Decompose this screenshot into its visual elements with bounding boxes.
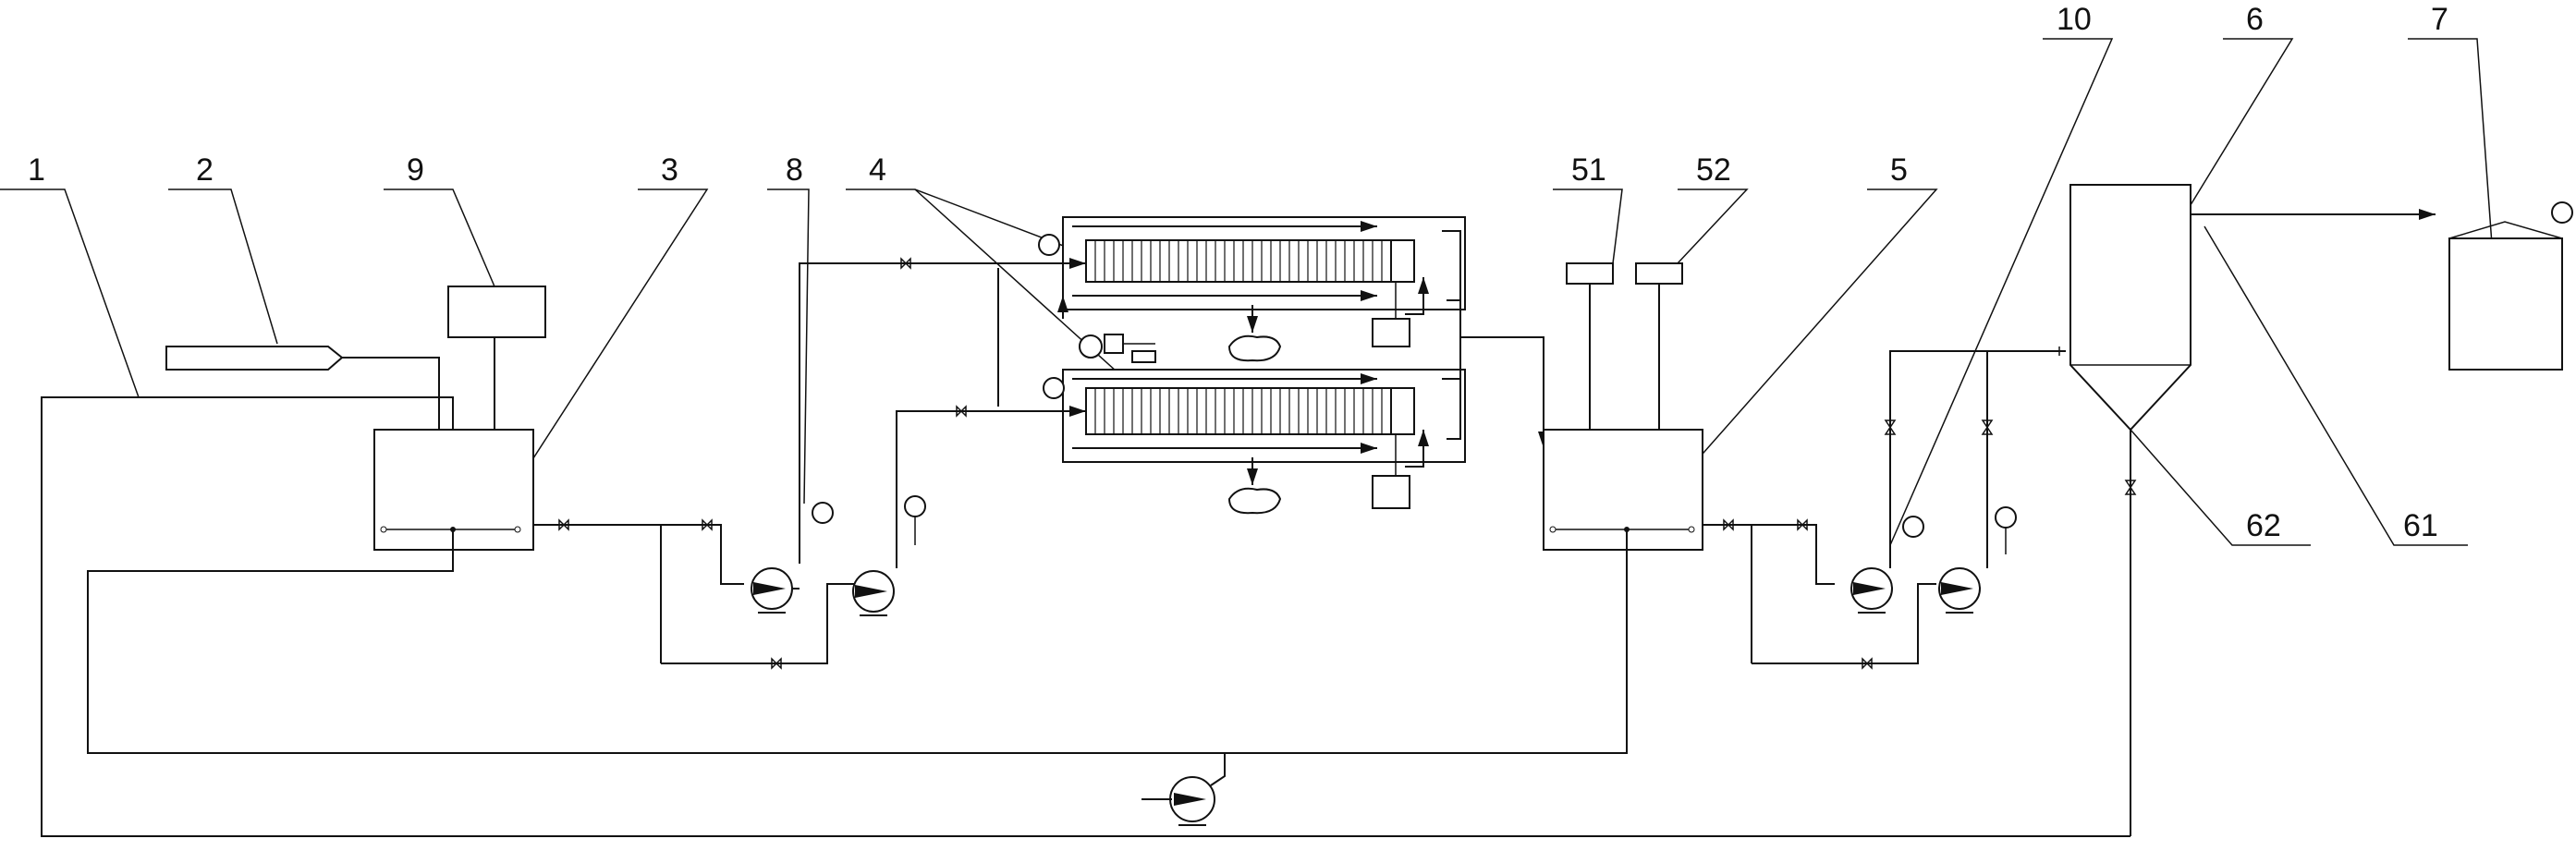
filter-press-lower <box>1040 369 1466 509</box>
filtrate-riser <box>1884 346 2066 568</box>
part-labels: 1 2 9 3 8 4 51 52 5 10 6 7 61 62 <box>28 2 2448 543</box>
label-7: 7 <box>2431 2 2448 37</box>
sludge-return-line <box>41 822 2130 837</box>
gauge-8 <box>812 502 834 524</box>
label-5: 5 <box>1890 152 1908 188</box>
pump-filtrate-1 <box>1850 567 1893 614</box>
tank3-outlet-piping <box>533 518 855 670</box>
label-61: 61 <box>2403 508 2438 543</box>
settling-tank-6 <box>2069 184 2436 836</box>
label-62: 62 <box>2246 508 2281 543</box>
pump-feed-2 <box>852 570 895 616</box>
label-2: 2 <box>196 152 214 188</box>
feed-pipe-2 <box>165 346 445 467</box>
dosing-unit-9 <box>447 286 546 467</box>
pump-feed-1 <box>751 545 800 614</box>
label-4: 4 <box>869 152 886 188</box>
tank-5 <box>1543 429 1703 551</box>
filter-press-upper <box>1035 216 1466 347</box>
product-tank-7 <box>2448 201 2573 371</box>
label-51: 51 <box>1571 152 1606 188</box>
filter-cake-lower <box>1227 457 1282 515</box>
label-10: 10 <box>2057 2 2092 37</box>
tank5-outlet-piping <box>1703 518 1936 670</box>
label-8: 8 <box>786 152 803 188</box>
filter-cake-upper <box>1227 305 1282 362</box>
pump-sludge-return <box>1141 753 1226 826</box>
pump-filtrate-2 <box>1938 567 1981 614</box>
label-3: 3 <box>661 152 678 188</box>
label-52: 52 <box>1696 152 1731 188</box>
label-6: 6 <box>2246 2 2264 37</box>
label-9: 9 <box>407 152 424 188</box>
filtrate-line <box>1442 230 1549 448</box>
press-hydraulic-unit <box>1057 296 1156 363</box>
filter-feed-lines <box>799 257 1040 568</box>
label-1: 1 <box>28 152 45 188</box>
leader-lines <box>0 38 2497 546</box>
return-line-5 <box>87 529 1628 754</box>
